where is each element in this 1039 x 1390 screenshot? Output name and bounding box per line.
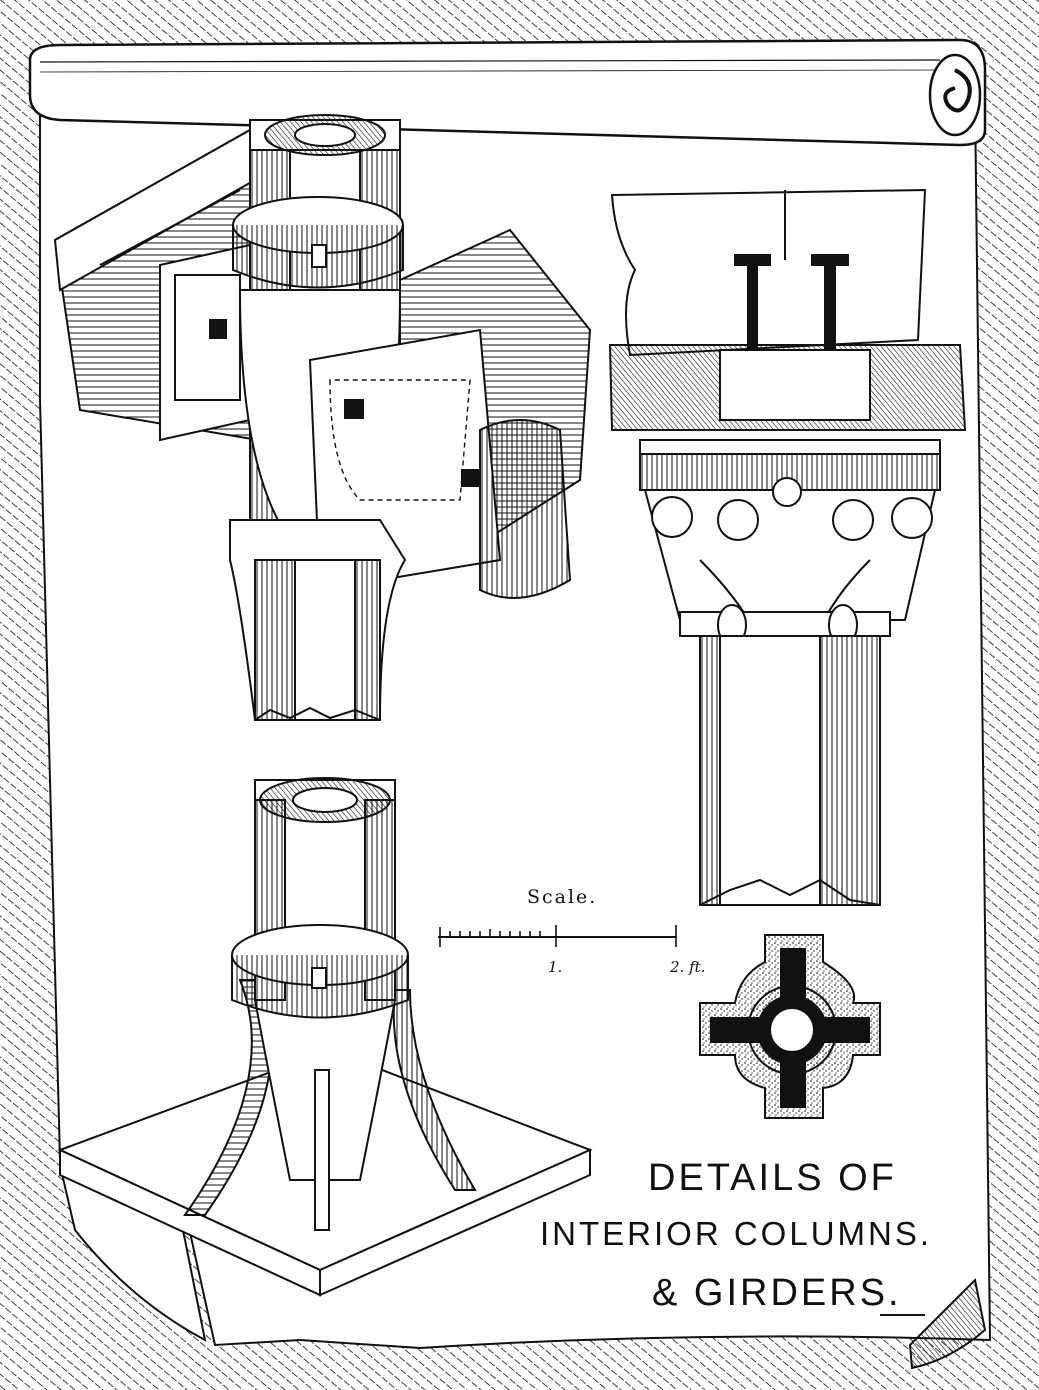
scale-tick-2: 2. ft. [669,958,705,976]
title-line-2: INTERIOR COLUMNS. [540,1215,932,1252]
scale-tick-1: 1. [548,958,562,976]
title-line-3: & GIRDERS. [652,1272,902,1314]
column-capital-elevation [608,188,967,906]
lower-column-base [57,777,593,1297]
title-line-1: DETAILS OF [648,1157,897,1199]
title-block: DETAILS OF INTERIOR COLUMNS. & GIRDERS. [540,1157,932,1316]
scale-label: Scale. [527,886,597,908]
column-plan-section [699,934,881,1119]
upper-column-girder-assembly [53,114,592,721]
scale-bar: Scale. 1. 2. ft. [438,886,705,976]
